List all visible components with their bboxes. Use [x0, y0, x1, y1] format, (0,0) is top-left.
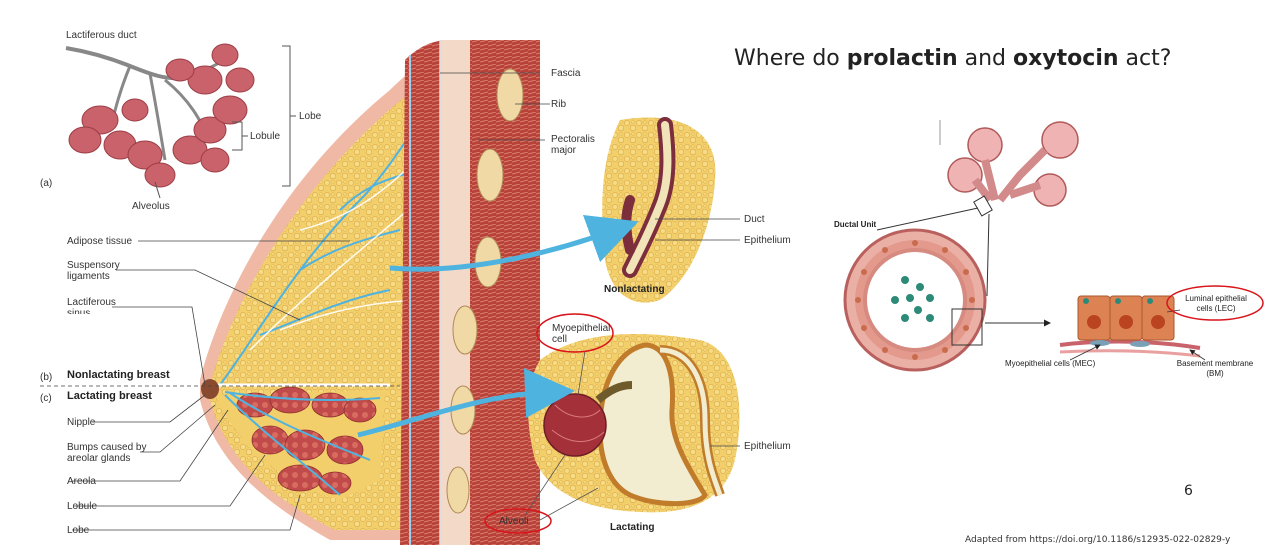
page-number: 6: [1184, 483, 1193, 499]
label-nonlactating-breast: Nonlactating breast: [67, 369, 170, 381]
ductal-unit-diagram: [843, 120, 1264, 372]
arrow-to-lactating: [357, 368, 575, 438]
label-suspensory-1: Suspensory: [67, 260, 120, 271]
source-credit: Adapted from https://doi.org/10.1186/s12…: [965, 535, 1231, 545]
label-areola: Areola: [67, 476, 96, 487]
label-panel-c: (c): [40, 393, 52, 404]
label-lobe-top: Lobe: [299, 111, 322, 122]
label-suspensory-2: ligaments: [67, 271, 110, 282]
slide-title: Where do prolactin and oxytocin act?: [734, 46, 1172, 71]
label-alveoli: Alveoli: [499, 516, 529, 527]
label-bumps-1: Bumps caused by: [67, 442, 147, 453]
label-panel-a: (a): [40, 178, 53, 189]
label-lactating: Lactating: [610, 522, 655, 533]
label-alveolus: Alveolus: [132, 201, 170, 212]
label-lactiferous-duct: Lactiferous duct: [66, 30, 137, 41]
label-ductal-unit: Ductal Unit: [834, 220, 877, 229]
label-bm-2: (BM): [1206, 369, 1224, 378]
label-duct: Duct: [744, 214, 765, 225]
luminal-highlight-ring: [1166, 285, 1264, 321]
label-pectoralis-2: major: [551, 145, 577, 156]
label-bm-1: Basement membrane: [1176, 359, 1254, 368]
label-epithelium-top: Epithelium: [744, 235, 791, 246]
label-bumps-2: areolar glands: [67, 453, 131, 464]
label-lactating-breast: Lactating breast: [67, 390, 152, 402]
label-lactiferous-sinus-2: sinus: [67, 308, 91, 314]
label-lactiferous-sinus-1: Lactiferous: [67, 297, 116, 308]
label-adipose-tissue: Adipose tissue: [67, 236, 133, 247]
source-link[interactable]: https://doi.org/10.1186/s12935-022-02829…: [1029, 535, 1231, 545]
label-rib: Rib: [551, 99, 567, 110]
label-mec: Myoepithelial cells (MEC): [1005, 359, 1096, 368]
label-lobe-bottom: Lobe: [67, 525, 90, 536]
lactating-alveoli-inset: [528, 334, 740, 513]
nonlactating-duct-inset: [602, 117, 716, 303]
label-lobule-bottom: Lobule: [67, 501, 98, 512]
arrow-to-nonlactating: [389, 215, 639, 272]
myoepithelial-highlight-ring: [536, 313, 614, 353]
label-nipple: Nipple: [67, 417, 96, 428]
label-lobule-top: Lobule: [250, 131, 281, 142]
label-epithelium-bottom: Epithelium: [744, 441, 791, 452]
label-myoepithelial-2: cell: [552, 334, 568, 345]
label-myoepithelial-1: Myoepithelial: [552, 323, 611, 334]
label-luminal-2: cells (LEC): [1196, 304, 1236, 313]
label-panel-b: (b): [40, 372, 53, 383]
label-nonlactating: Nonlactating: [604, 284, 665, 295]
label-pectoralis-1: Pectoralis: [551, 134, 595, 145]
breast-cross-section: [200, 40, 540, 545]
alveoli-highlight-ring: [484, 508, 552, 534]
label-luminal-1: Luminal epithelial: [1185, 294, 1247, 303]
label-fascia: Fascia: [551, 68, 581, 79]
lobe-branch-illustration: [65, 43, 296, 199]
